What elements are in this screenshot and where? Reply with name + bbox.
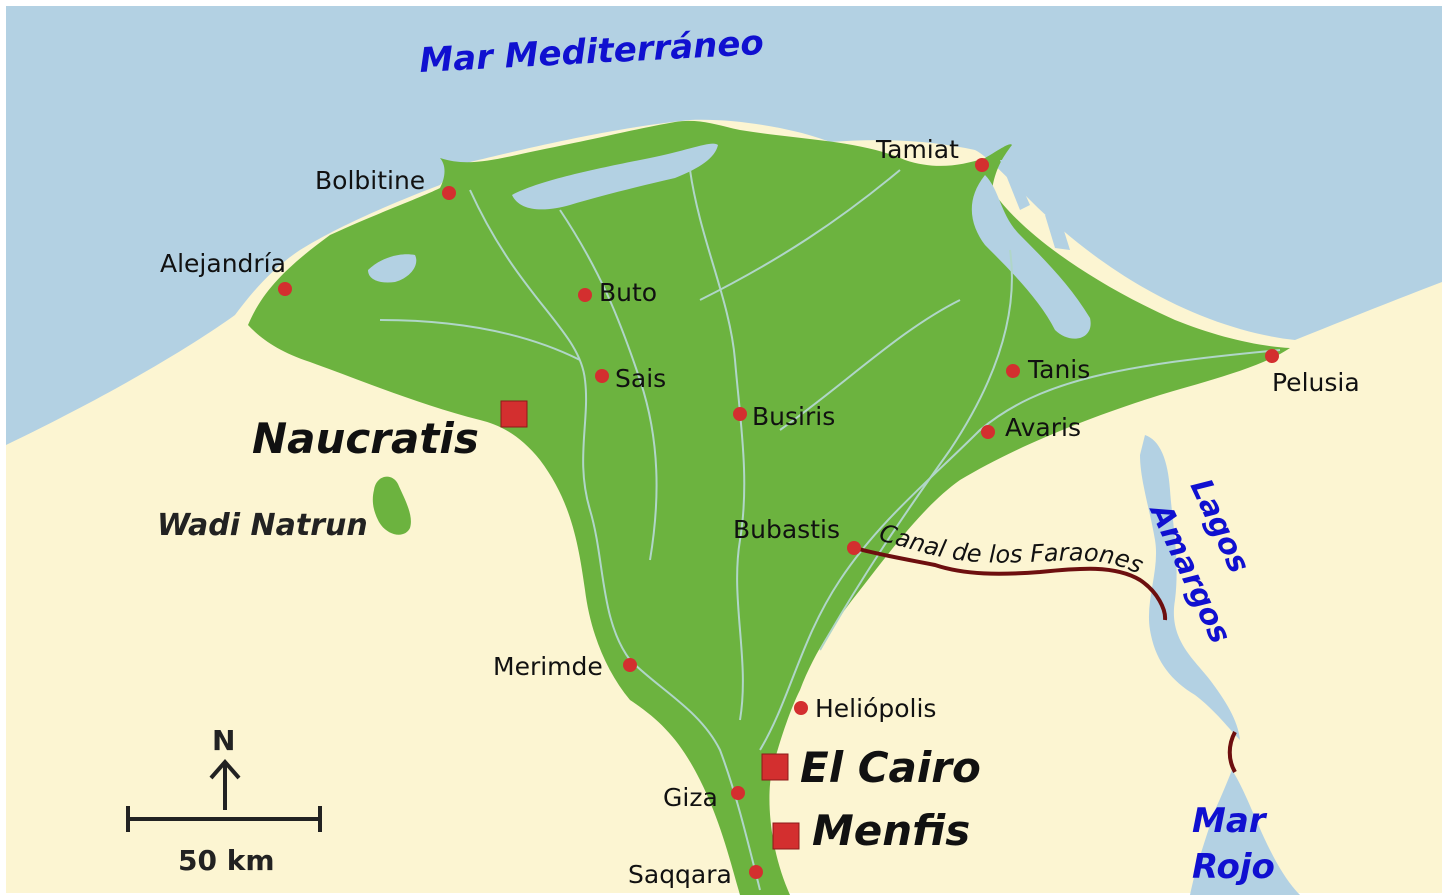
major-city-label: Menfis xyxy=(812,806,970,855)
city-label: Bolbitine xyxy=(315,166,425,195)
lake-manzala xyxy=(971,175,1091,339)
city-label: Avaris xyxy=(1005,413,1081,442)
major-city-marker xyxy=(500,400,528,428)
city-tamiat[interactable]: Tamiat xyxy=(875,135,989,172)
scale-bar-label: 50 km xyxy=(178,844,275,877)
city-dot xyxy=(981,425,995,439)
major-city-menfis[interactable]: Menfis xyxy=(772,806,970,855)
city-dot xyxy=(623,658,637,672)
city-dot xyxy=(731,786,745,800)
major-city-naucratis[interactable]: Naucratis xyxy=(252,400,528,463)
city-dot xyxy=(578,288,592,302)
major-city-marker xyxy=(772,822,800,850)
city-label: Busiris xyxy=(752,402,835,431)
compass: N xyxy=(209,724,241,810)
major-city-marker xyxy=(761,753,789,781)
city-dot xyxy=(733,407,747,421)
lake-idku xyxy=(368,254,417,283)
city-bubastis[interactable]: Bubastis xyxy=(733,515,861,555)
scale-bar: 50 km xyxy=(126,806,322,877)
bitter-lakes xyxy=(1140,435,1240,740)
nile-delta xyxy=(248,120,1290,895)
north-arrow-icon xyxy=(209,758,241,810)
scale-bar-line xyxy=(126,806,322,832)
city-label: Bubastis xyxy=(733,515,840,544)
city-busiris[interactable]: Busiris xyxy=(733,402,835,431)
label-wadi-natrun: Wadi Natrun xyxy=(157,508,368,543)
major-city-el-cairo[interactable]: El Cairo xyxy=(761,743,981,792)
major-city-label: Naucratis xyxy=(252,414,479,463)
red-sea xyxy=(1190,770,1300,895)
major-city-label: El Cairo xyxy=(800,743,981,792)
city-sais[interactable]: Sais xyxy=(595,364,666,393)
compass-label: N xyxy=(212,724,235,757)
city-dot xyxy=(595,369,609,383)
city-dot xyxy=(975,158,989,172)
city-dot xyxy=(794,701,808,715)
city-heliopolis[interactable]: Heliópolis xyxy=(794,694,936,723)
city-tanis[interactable]: Tanis xyxy=(1006,355,1090,384)
canal-path-south xyxy=(1227,731,1237,774)
city-dot xyxy=(1265,349,1279,363)
city-label: Tanis xyxy=(1027,355,1090,384)
city-label: Heliópolis xyxy=(815,694,936,723)
wadi-natrun-lake xyxy=(372,476,411,535)
city-avaris[interactable]: Avaris xyxy=(981,413,1081,442)
canal-path xyxy=(854,546,1168,621)
city-label: Merimde xyxy=(493,652,603,681)
city-merimde[interactable]: Merimde xyxy=(493,652,637,681)
mediterranean-sea xyxy=(6,6,1442,445)
city-saqqara[interactable]: Saqqara xyxy=(628,860,763,889)
city-dot xyxy=(278,282,292,296)
city-bolbitine[interactable]: Bolbitine xyxy=(315,166,456,200)
city-pelusia[interactable]: Pelusia xyxy=(1265,349,1360,397)
label-red-sea-1: Mar xyxy=(1192,801,1268,841)
city-dot xyxy=(847,541,861,555)
city-dot xyxy=(442,186,456,200)
lake-burullus xyxy=(512,143,718,210)
city-buto[interactable]: Buto xyxy=(578,278,657,307)
city-label: Alejandría xyxy=(160,249,286,278)
city-alejandria[interactable]: Alejandría xyxy=(160,249,292,296)
city-dot xyxy=(1006,364,1020,378)
city-giza[interactable]: Giza xyxy=(663,783,745,812)
label-red-sea-2: Rojo xyxy=(1192,847,1275,887)
lake-manzala-islands xyxy=(1000,160,1070,250)
city-label: Pelusia xyxy=(1272,368,1360,397)
city-label: Sais xyxy=(615,364,666,393)
city-label: Saqqara xyxy=(628,860,732,889)
city-dot xyxy=(749,865,763,879)
city-label: Tamiat xyxy=(875,135,959,164)
nile-branches xyxy=(379,169,1281,891)
city-label: Giza xyxy=(663,783,718,812)
city-label: Buto xyxy=(599,278,657,307)
